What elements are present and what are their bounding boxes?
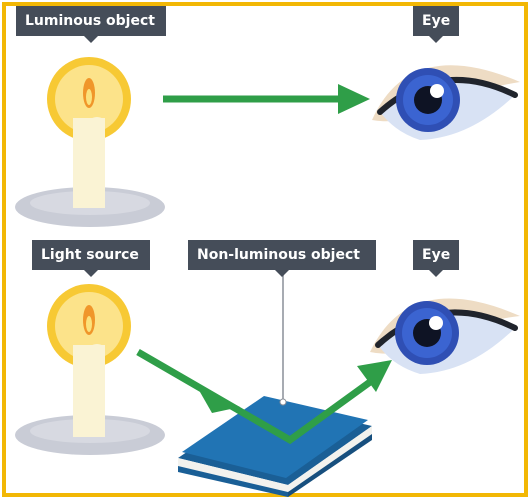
eye-label-bottom: Eye <box>413 240 459 277</box>
eye-icon <box>370 298 520 374</box>
eye-label-top: Eye <box>413 6 459 43</box>
eye-icon <box>372 65 520 140</box>
non-luminous-object-label: Non-luminous object <box>188 240 376 277</box>
candle-icon <box>15 57 165 227</box>
book-icon <box>178 396 372 497</box>
light-ray-arrow <box>136 348 392 445</box>
candle-icon <box>15 284 165 455</box>
light-ray-arrow <box>163 84 370 114</box>
label-pointer-line <box>279 268 287 406</box>
light-source-label: Light source <box>32 240 150 277</box>
luminous-object-label: Luminous object <box>16 6 166 43</box>
